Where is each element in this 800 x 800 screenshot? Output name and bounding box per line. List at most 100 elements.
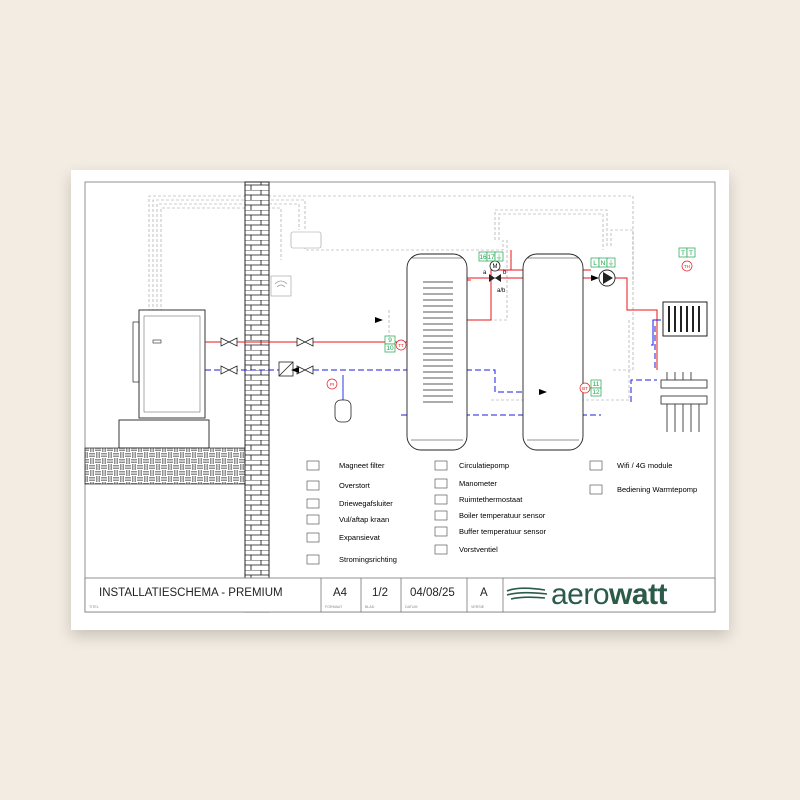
legend-label: Driewegafsluiter xyxy=(339,499,393,508)
sheet-value: 1/2 xyxy=(372,587,388,599)
version-caption: VERSIE xyxy=(471,605,485,609)
legend-item: Buffer temperatuur sensor xyxy=(434,526,546,537)
terminal-ground: ⏚ xyxy=(496,253,503,261)
room-thermostat: TH xyxy=(681,260,693,272)
svg-text:aerowatt: aerowatt xyxy=(551,578,668,611)
format-value: A4 xyxy=(333,587,348,599)
valve-port-ab: a/b xyxy=(497,288,506,294)
svg-text:PI: PI xyxy=(330,382,334,387)
three-way-valve-icon xyxy=(306,498,320,509)
floor-heating-manifold xyxy=(660,372,708,432)
buffer-tank xyxy=(522,253,584,451)
legend-item: Bediening Warmtepomp xyxy=(589,484,697,495)
pump-terminals: L N ⏚ xyxy=(590,257,616,268)
date-value: 04/08/25 xyxy=(410,587,455,599)
circulation-pump-symbol xyxy=(598,269,616,287)
brick-wall xyxy=(244,181,270,613)
drawing-title: INSTALLATIESCHEMA - PREMIUM xyxy=(99,587,283,599)
thermostat-terminals: T T xyxy=(678,247,696,258)
buffer-temperature-sensor: BT xyxy=(579,382,591,394)
legend-label: Stromingsrichting xyxy=(339,555,397,564)
legend-item: Boiler temperatuur sensor xyxy=(434,510,546,521)
legend-label: Bediening Warmtepomp xyxy=(617,485,697,494)
legend-item: Vul/aftap kraan xyxy=(306,514,389,525)
title-caption: TITEL xyxy=(89,605,99,609)
format-caption: FORMAAT xyxy=(325,605,343,609)
legend-item: Driewegafsluiter xyxy=(306,498,393,509)
magnet-filter-diagonal xyxy=(278,361,294,377)
legend-label: Buffer temperatuur sensor xyxy=(459,527,546,536)
boiler-top-terminals: 16 17 ⏚ xyxy=(478,251,504,262)
sheet-caption: BLAD xyxy=(365,605,375,609)
legend-label: Circulatiepomp xyxy=(459,461,509,470)
flow-direction-icon xyxy=(306,554,320,565)
legend-item: Expansievat xyxy=(306,532,381,543)
radiator xyxy=(662,301,708,337)
heatpump-controller-diagram xyxy=(290,231,322,249)
terminal-t1: T xyxy=(681,250,685,257)
boiler-sensor-icon xyxy=(434,510,448,521)
svg-text:TH: TH xyxy=(684,264,690,269)
terminal-n: N xyxy=(601,260,606,267)
pressure-gauge: PI xyxy=(326,378,338,390)
buffer-sensor-terminals: 11 12 xyxy=(590,379,602,397)
flow-arrows xyxy=(291,275,599,395)
expansion-vessel-icon xyxy=(306,532,320,543)
terminal-t2: T xyxy=(689,250,693,257)
valve-port-b: b xyxy=(503,270,507,276)
legend-label: Wifi / 4G module xyxy=(617,461,672,470)
frost-valve-icon xyxy=(434,544,448,555)
legend-label: Manometer xyxy=(459,479,497,488)
terminal-9: 9 xyxy=(388,337,392,344)
overflow-valve-icon xyxy=(306,480,320,491)
legend-item: Overstort xyxy=(306,480,371,491)
terminal-pump-ground: ⏚ xyxy=(608,259,615,267)
expansion-vessel xyxy=(334,399,352,423)
manometer-icon xyxy=(434,478,448,489)
legend: Magneet filterOverstortDriewegafsluiterV… xyxy=(306,460,697,565)
room-thermostat-icon xyxy=(434,494,448,505)
terminal-l: L xyxy=(593,260,597,267)
legend-label: Boiler temperatuur sensor xyxy=(459,511,546,520)
wifi-module-diagram xyxy=(270,275,292,297)
aerowatt-logo: aerowatt xyxy=(506,578,668,611)
legend-item: Manometer xyxy=(434,478,497,489)
installation-schematic: M a b a/b 16 17 ⏚ L N ⏚ T T 9 10 11 12 xyxy=(84,181,716,613)
title-block: INSTALLATIESCHEMA - PREMIUM TITEL A4 FOR… xyxy=(84,577,716,613)
svg-text:BT: BT xyxy=(582,386,588,391)
heat-pump-unit xyxy=(118,309,210,449)
legend-item: Wifi / 4G module xyxy=(589,460,672,471)
boiler-temperature-sensor: TT xyxy=(395,339,407,351)
date-caption: DATUM xyxy=(405,605,418,609)
version-value: A xyxy=(480,587,488,599)
valve-port-a: a xyxy=(483,270,487,276)
legend-item: Ruimtethermostaat xyxy=(434,494,523,505)
brand-bold: watt xyxy=(608,578,668,611)
dhw-boiler-tank xyxy=(406,253,468,451)
ground xyxy=(84,447,246,485)
circulation-pump-icon xyxy=(434,460,448,471)
legend-item: Vorstventiel xyxy=(434,544,498,555)
legend-label: Expansievat xyxy=(339,533,381,542)
heatpump-control-icon xyxy=(589,484,603,495)
wifi-module-icon xyxy=(589,460,603,471)
terminal-16: 16 xyxy=(479,254,487,261)
svg-text:TT: TT xyxy=(398,343,404,348)
legend-item: Magneet filter xyxy=(306,460,385,471)
legend-item: Circulatiepomp xyxy=(434,460,509,471)
legend-label: Magneet filter xyxy=(339,461,385,470)
legend-label: Vorstventiel xyxy=(459,545,498,554)
drawing-sheet: M a b a/b 16 17 ⏚ L N ⏚ T T 9 10 11 12 xyxy=(71,170,729,630)
legend-label: Ruimtethermostaat xyxy=(459,495,523,504)
legend-label: Vul/aftap kraan xyxy=(339,515,389,524)
terminal-12: 12 xyxy=(592,389,600,396)
radiator-return xyxy=(651,319,661,346)
boiler-sensor-terminals: 9 10 xyxy=(384,335,396,353)
magnet-filter-icon xyxy=(306,460,320,471)
terminal-11: 11 xyxy=(593,381,600,388)
brand-light: aero xyxy=(551,578,609,611)
legend-item: Stromingsrichting xyxy=(306,554,397,565)
legend-label: Overstort xyxy=(339,481,371,490)
buffer-sensor-icon xyxy=(434,526,448,537)
fill-drain-tap-icon xyxy=(306,514,320,525)
